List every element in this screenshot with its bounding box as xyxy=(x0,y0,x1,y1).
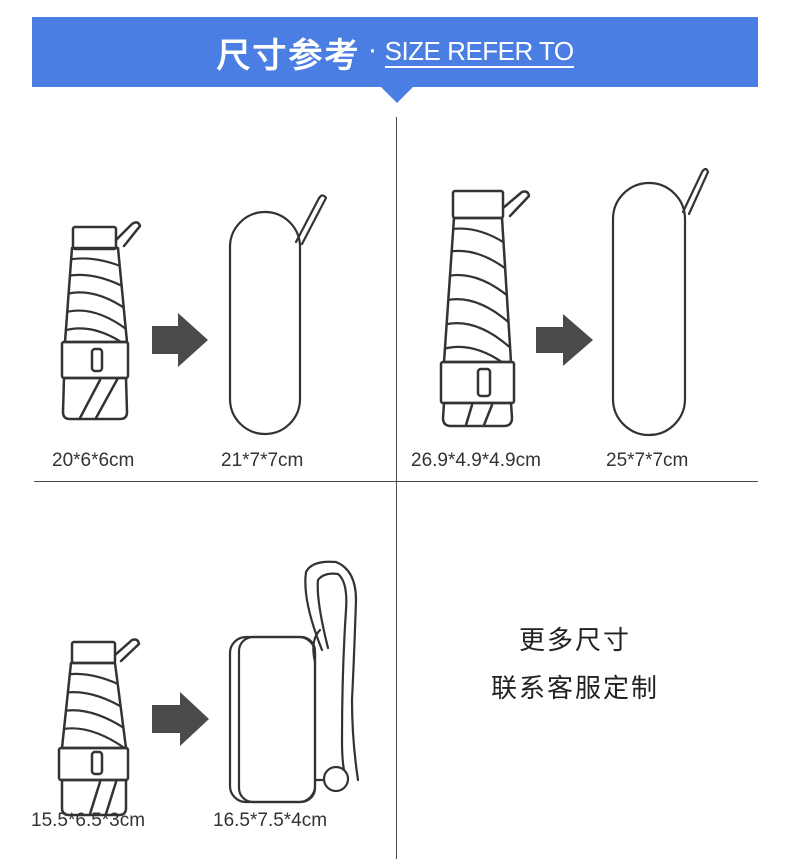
case-size-label: 25*7*7cm xyxy=(606,450,689,471)
more-sizes-text: 更多尺寸 xyxy=(518,626,631,656)
arrow-right-icon xyxy=(536,314,593,366)
banner-pointer xyxy=(380,86,414,103)
umbrella-icon xyxy=(60,221,142,421)
flat-case-icon xyxy=(228,560,360,804)
custom-contact-text: 联系客服定制 xyxy=(490,674,659,704)
grid-divider-horizontal xyxy=(34,481,758,482)
case-icon xyxy=(228,194,328,436)
umbrella-size-label: 26.9*4.9*4.9cm xyxy=(411,450,541,471)
umbrella-icon xyxy=(57,638,141,817)
arrow-right-icon xyxy=(152,313,208,367)
umbrella-size-label: 15.5*6.5*3cm xyxy=(31,810,146,831)
arrow-right-icon xyxy=(152,692,209,746)
umbrella-icon xyxy=(439,189,531,428)
umbrella-size-label: 20*6*6cm xyxy=(52,450,135,471)
header-banner: 尺寸参考 · SIZE REFER TO xyxy=(32,17,758,87)
title-english: SIZE REFER TO xyxy=(384,36,574,68)
grid-divider-vertical xyxy=(396,117,397,859)
title-separator: · xyxy=(368,37,377,67)
case-size-label: 21*7*7cm xyxy=(221,450,304,471)
title-chinese: 尺寸参考 xyxy=(216,35,361,76)
case-icon xyxy=(611,167,710,437)
header-title: 尺寸参考 · SIZE REFER TO xyxy=(32,17,758,87)
case-size-label: 16.5*7.5*4cm xyxy=(213,810,328,831)
